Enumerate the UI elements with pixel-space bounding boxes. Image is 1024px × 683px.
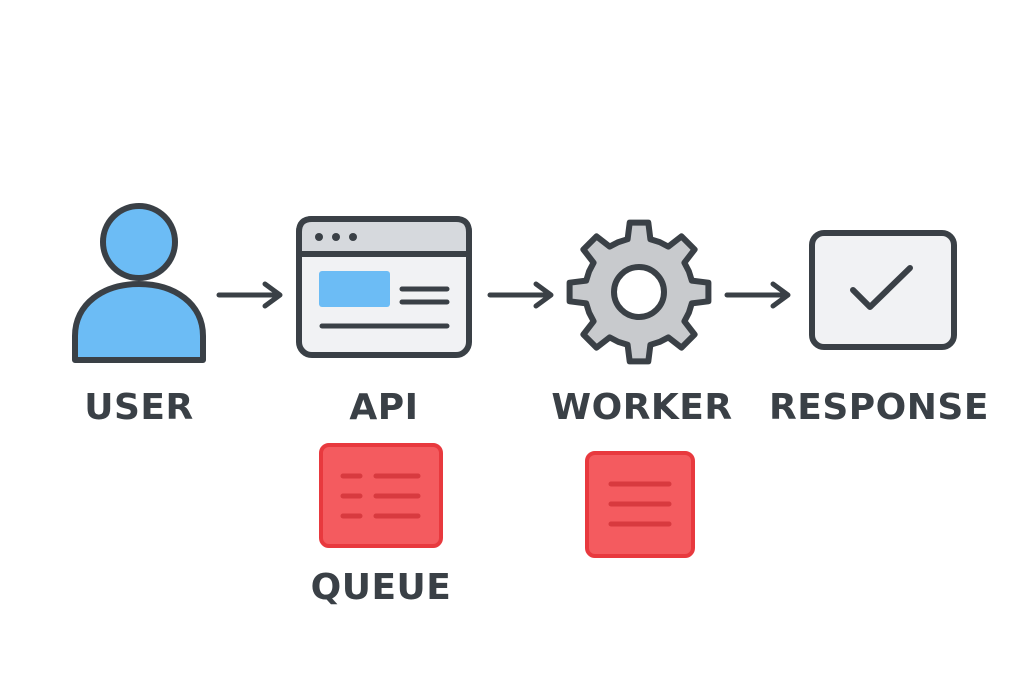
worker-node: WORKER (551, 219, 732, 428)
browser-window-icon (296, 216, 472, 358)
queue-node: QUEUE (311, 443, 452, 608)
arrow-api-to-worker (487, 281, 554, 309)
node-label-user: USER (84, 387, 193, 428)
arrow-worker-to-response (724, 281, 791, 309)
api-node: API (296, 216, 472, 428)
user-icon (72, 203, 206, 363)
user-node: USER (72, 203, 206, 428)
worker-queue-node (585, 451, 695, 558)
arrow-user-to-api (216, 281, 283, 309)
queue-card-icon (319, 443, 443, 548)
gear-icon (566, 219, 712, 365)
node-label-api: API (349, 387, 418, 428)
node-label-worker: WORKER (551, 387, 732, 428)
node-label-response: RESPONSE (769, 387, 989, 428)
queue-card-icon (585, 451, 695, 558)
queue-label: QUEUE (311, 567, 452, 608)
checkmark-box-icon (809, 230, 957, 350)
response-node: RESPONSE (769, 230, 989, 428)
